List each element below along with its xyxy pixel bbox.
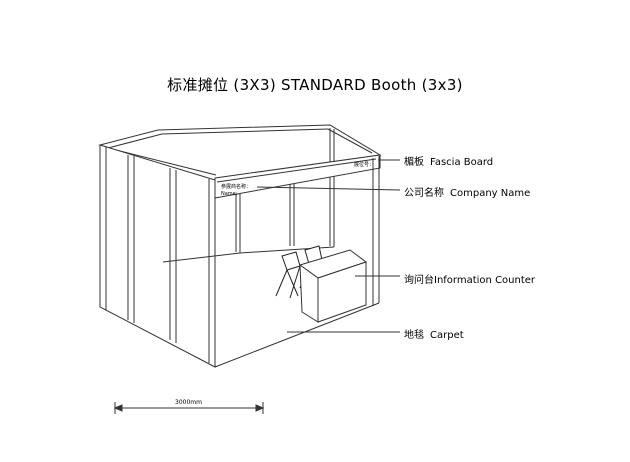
information-counter	[298, 249, 368, 323]
label-fascia: 楣板 Fascia Board	[404, 153, 493, 168]
label-fascia-en: Fascia Board	[430, 157, 494, 168]
leader-lines	[256, 159, 401, 333]
front-right-post	[372, 156, 380, 306]
label-carpet: 地毯 Carpet	[404, 326, 464, 341]
right-rear-post	[329, 128, 335, 247]
label-fascia-cn: 楣板	[404, 157, 424, 168]
label-carpet-en: Carpet	[430, 330, 464, 341]
diagram-title: 标准摊位 (3X3) STANDARD Booth (3x3)	[167, 76, 463, 94]
label-company-en: Company Name	[450, 188, 531, 199]
label-carpet-cn: 地毯	[404, 330, 424, 341]
label-counter: 询问台Information Counter	[404, 271, 535, 286]
fascia-company-cn: 参展商名称：	[221, 184, 252, 190]
dimension-line	[113, 402, 265, 414]
fascia-booth-no: 展位号：	[354, 162, 375, 168]
fascia-company-en: Name:	[221, 191, 238, 197]
label-counter-cn: 询问台	[404, 275, 434, 286]
label-counter-en: Information Counter	[434, 275, 536, 286]
dimension-label: 3000mm	[175, 399, 202, 406]
label-company: 公司名称 Company Name	[404, 184, 530, 199]
left-wall	[99, 144, 216, 368]
label-company-cn: 公司名称	[404, 188, 444, 199]
